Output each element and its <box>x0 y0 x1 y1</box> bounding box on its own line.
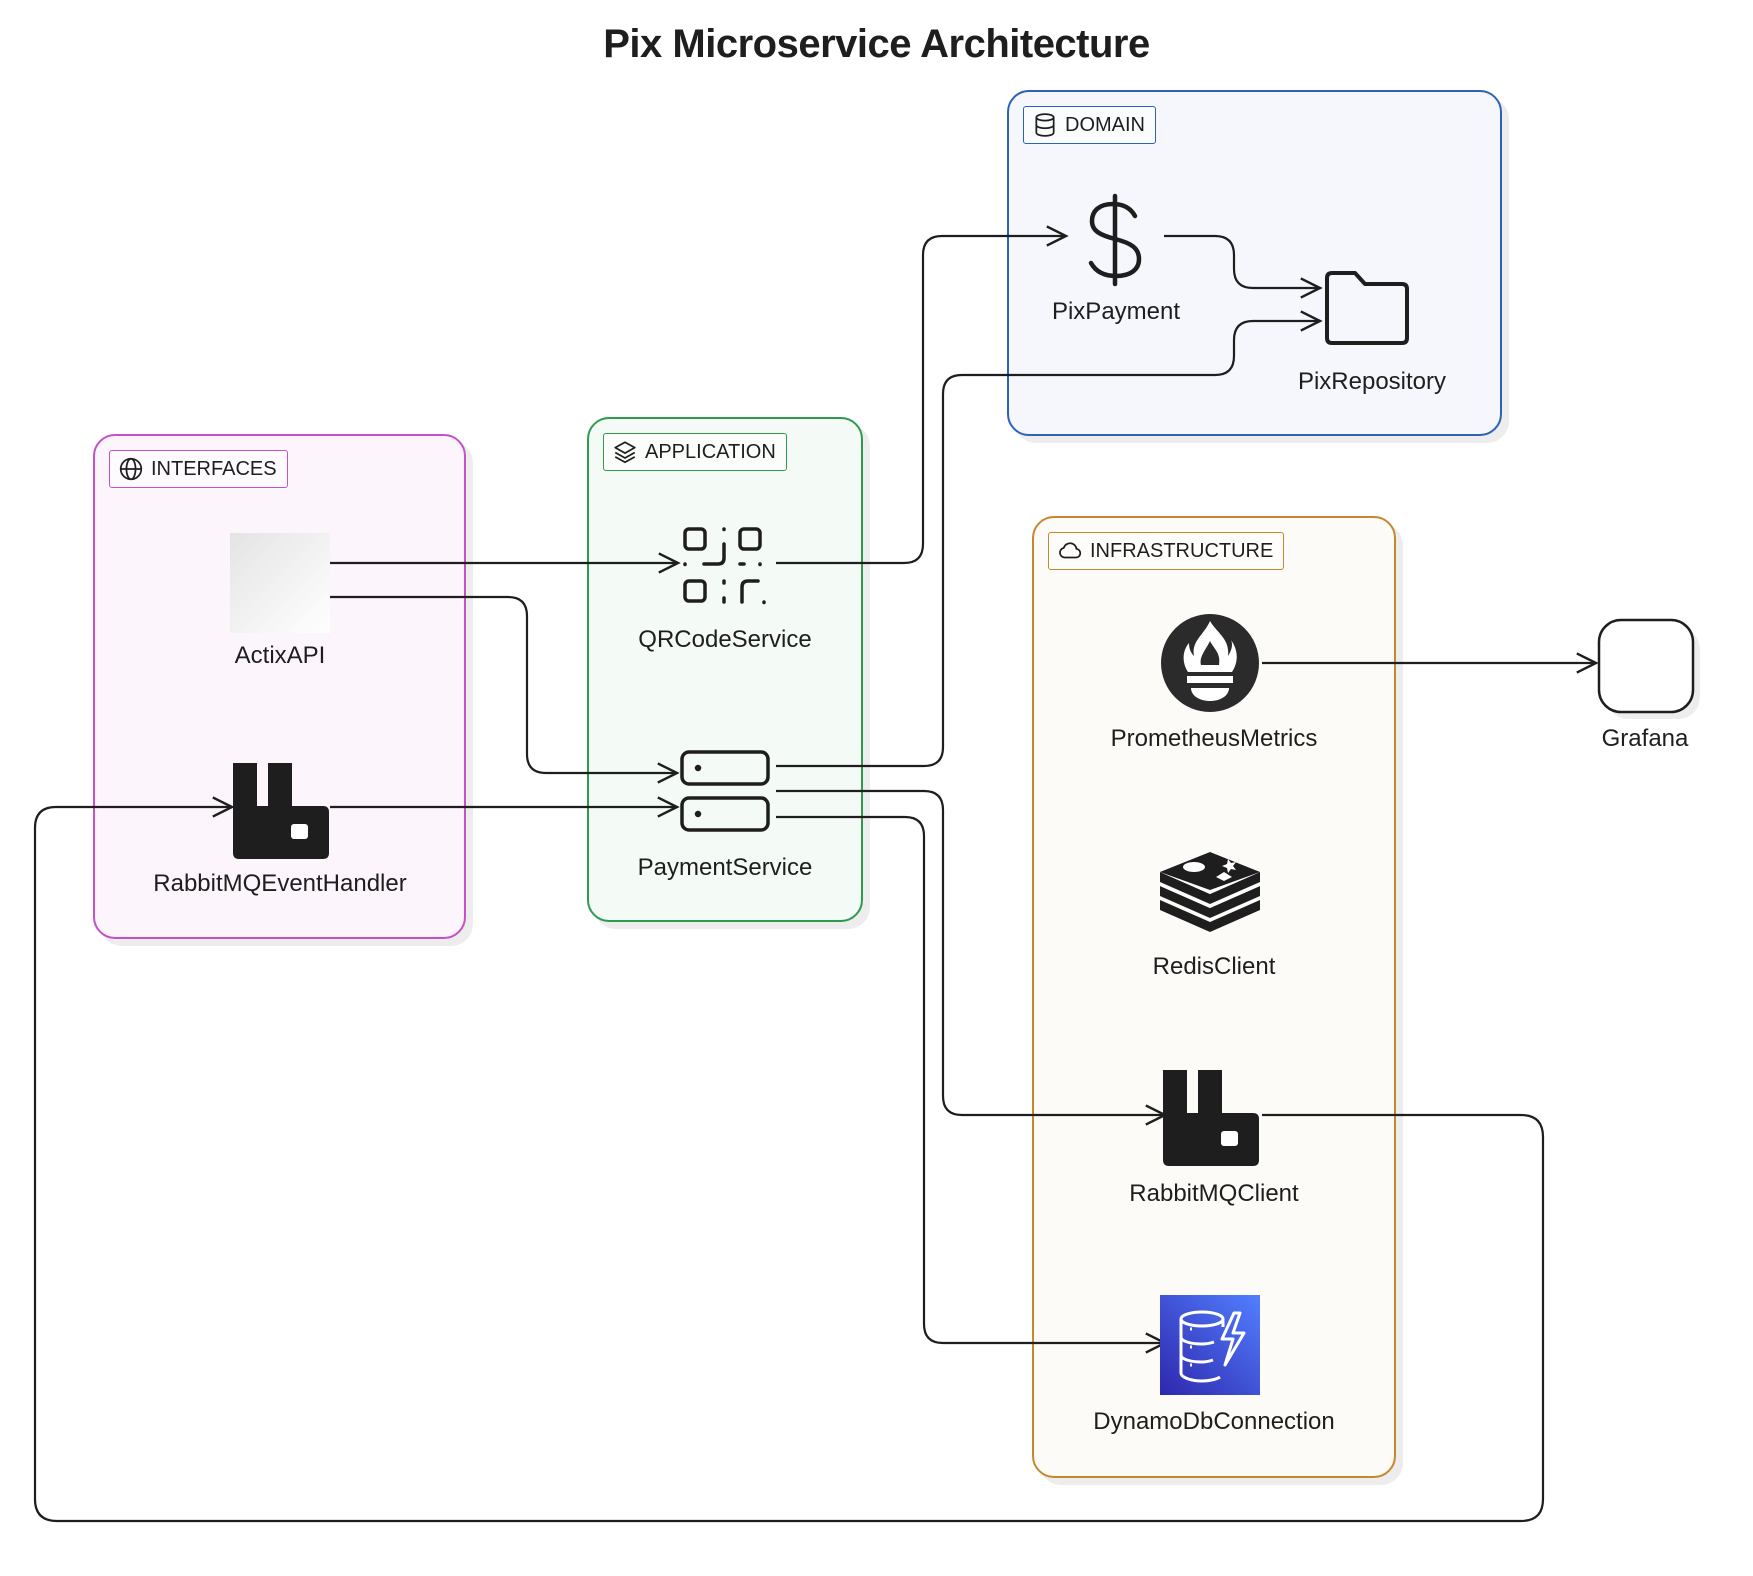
edge-paymentservice-pixrepository <box>776 321 1320 768</box>
node-label-pix-payment: PixPayment <box>1051 298 1181 325</box>
edge-paymentservice-rabbitmqclient <box>776 789 1165 1115</box>
node-label-rabbitmq-event-handler: RabbitMQEventHandler <box>153 870 407 897</box>
edge-qrcodeservice-pixpayment <box>776 236 1066 565</box>
globe-icon <box>119 457 143 481</box>
redis-icon <box>1160 852 1260 932</box>
node-label-qrcode-service: QRCodeService <box>638 626 812 653</box>
group-infrastructure-label: INFRASTRUCTURE <box>1048 532 1285 570</box>
node-label-dynamodb-connection: DynamoDbConnection <box>1093 1408 1335 1435</box>
grafana-node-icon <box>1597 618 1700 719</box>
node-label-pix-repository: PixRepository <box>1297 368 1447 395</box>
node-label-prometheus-metrics: PrometheusMetrics <box>1110 725 1318 752</box>
group-application-label: APPLICATION <box>603 433 787 471</box>
edge-actixapi-paymentservice <box>330 595 677 773</box>
diagram-title: Pix Microservice Architecture <box>603 22 1150 66</box>
cloud-icon <box>1059 542 1082 559</box>
edge-rabbitmqclient-rabbitmqeventhandler <box>33 807 1545 1523</box>
node-label-rabbitmq-client: RabbitMQClient <box>1129 1180 1299 1207</box>
group-interfaces: INTERFACES <box>93 434 466 939</box>
node-label-redis-client: RedisClient <box>1152 953 1276 980</box>
dynamodb-icon <box>1160 1295 1260 1395</box>
group-domain-label: DOMAIN <box>1023 106 1156 144</box>
edge-paymentservice-dynamodbconnection <box>776 815 1165 1343</box>
group-application-title: APPLICATION <box>645 440 776 463</box>
group-infrastructure-title: INFRASTRUCTURE <box>1090 539 1274 562</box>
node-label-grafana: Grafana <box>1601 725 1689 752</box>
qr-code-icon <box>683 527 766 605</box>
edge-pixpayment-pixrepository <box>1164 234 1320 288</box>
group-interfaces-label: INTERFACES <box>109 450 288 488</box>
database-icon <box>1035 113 1055 137</box>
rabbitmq-icon <box>233 763 329 859</box>
group-application: APPLICATION <box>587 417 863 922</box>
server-stack-icon <box>680 750 770 832</box>
rabbitmq-icon <box>1163 1070 1259 1166</box>
dollar-icon <box>1088 193 1142 287</box>
node-label-actix-api: ActixAPI <box>234 642 326 669</box>
layers-icon <box>614 441 636 464</box>
node-label-payment-service: PaymentService <box>637 854 813 881</box>
group-interfaces-title: INTERFACES <box>151 457 277 480</box>
actix-api-image <box>230 533 330 633</box>
folder-icon <box>1325 271 1409 345</box>
prometheus-icon <box>1161 614 1259 712</box>
group-domain-title: DOMAIN <box>1065 113 1145 136</box>
